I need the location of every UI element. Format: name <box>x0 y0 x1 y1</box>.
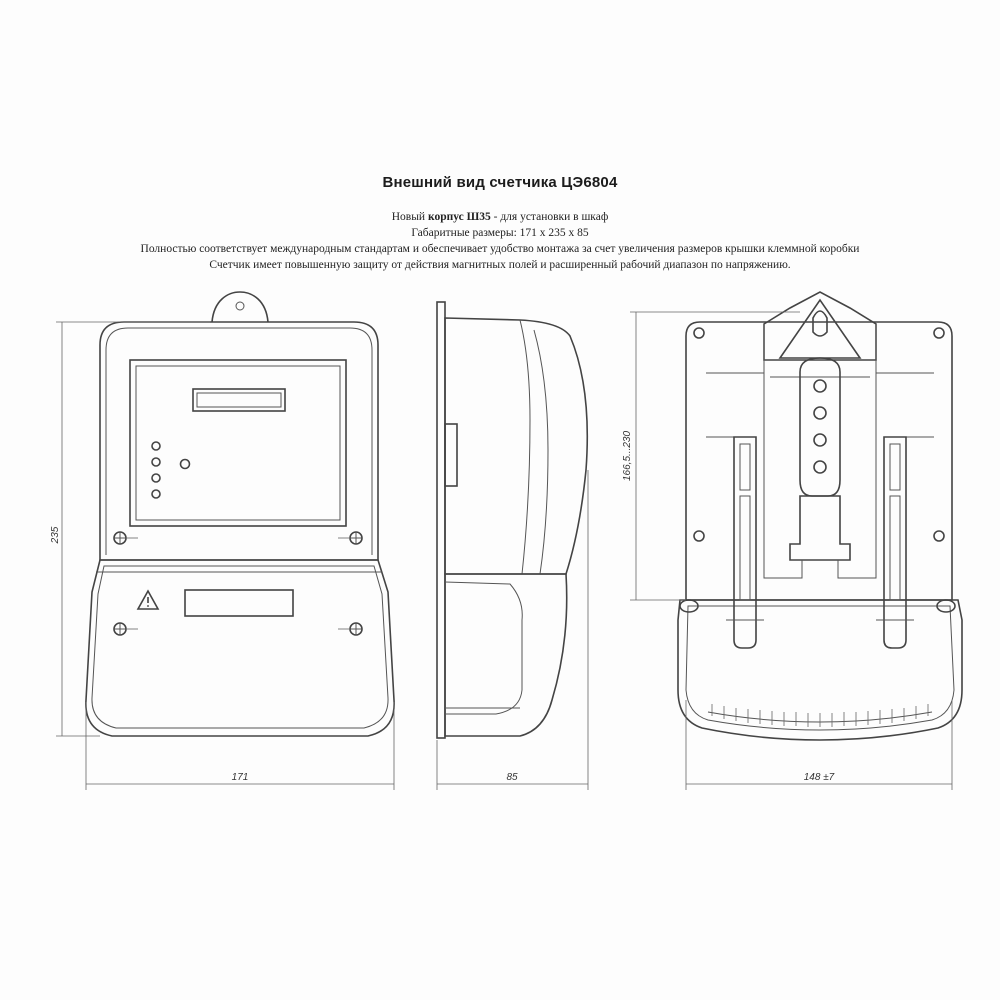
back-din-latch-right <box>883 436 907 649</box>
front-terminal-cover <box>85 559 395 737</box>
strap-hole-4 <box>813 460 827 474</box>
lcd-display <box>192 388 286 412</box>
back-din-latch-right-slots <box>889 443 901 601</box>
side-mount-clip <box>444 423 458 487</box>
back-upper-body <box>685 321 953 601</box>
led-3 <box>151 473 161 483</box>
warning-triangle-icon <box>136 589 160 610</box>
subtitle-line-1-bold: корпус Ш35 <box>427 211 491 223</box>
back-hole-mid-left <box>693 530 705 542</box>
back-hanger-triangle <box>778 298 862 359</box>
lcd-display-inner <box>196 392 282 408</box>
side-terminal-inner <box>444 581 523 715</box>
front-screw-upper-right <box>338 531 363 545</box>
front-width-label: 171 <box>232 772 249 783</box>
front-terminal-cover-inner <box>91 565 389 729</box>
back-strap-guides <box>763 560 877 579</box>
front-upper-inner-edge <box>105 327 373 555</box>
subtitle-line-1: Новый корпус Ш35 - для установки в шкаф <box>0 211 1000 223</box>
side-upper-body <box>444 317 589 575</box>
back-din-latch-left-slots <box>739 443 751 601</box>
front-window <box>129 359 347 527</box>
led-4 <box>151 489 161 499</box>
front-hanging-hole <box>235 301 245 311</box>
front-upper-body <box>99 321 379 561</box>
front-window-inner <box>135 365 341 521</box>
front-screw-lower-left <box>113 622 138 636</box>
description-line-1: Полностью соответствует международным ст… <box>140 243 860 255</box>
back-vent-ribs <box>711 704 929 727</box>
side-depth-label: 85 <box>506 772 518 783</box>
back-slot-left <box>679 599 699 613</box>
back-hole-mid-right <box>933 530 945 542</box>
strap-hole-3 <box>813 433 827 447</box>
strap-hole-1 <box>813 379 827 393</box>
page-title: Внешний вид счетчика ЦЭ6804 <box>382 174 618 191</box>
back-hole-top-left <box>693 327 705 339</box>
side-view: 85 <box>436 301 589 790</box>
back-din-latch-left <box>733 436 757 649</box>
back-lower-inner <box>685 605 955 731</box>
back-mount-height-label: 166,5...230 <box>622 431 633 481</box>
subtitle-line-1-post: - для установки в шкаф <box>490 211 609 223</box>
back-lower-body <box>677 599 963 741</box>
front-screw-lower-right <box>338 622 363 636</box>
dimensions-line: Габаритные размеры: 171 x 235 x 85 <box>411 227 589 239</box>
front-screw-upper-left <box>113 531 138 545</box>
side-cover-profile <box>533 329 549 575</box>
subtitle-line-1-pre: Новый <box>391 211 428 223</box>
back-slide-strap <box>799 357 841 497</box>
back-width-label: 148 ±7 <box>804 772 835 783</box>
side-window-profile <box>519 319 531 575</box>
led-1 <box>151 441 161 451</box>
front-hanging-tab <box>211 291 269 323</box>
back-hole-top-right <box>933 327 945 339</box>
front-height-label: 235 <box>50 526 61 544</box>
side-back-plate <box>436 301 446 739</box>
back-view: 166,5...230 148 ±7 <box>622 291 963 790</box>
terminal-label-plate <box>184 589 294 617</box>
back-strap-foot <box>789 495 851 561</box>
back-hanger-bracket <box>763 291 877 361</box>
back-hanger-keyhole <box>812 310 828 337</box>
description-line-2: Счетчик имеет повышенную защиту от дейст… <box>209 259 791 271</box>
back-slot-right <box>936 599 956 613</box>
front-view: 235 171 <box>50 291 395 790</box>
button-indicator <box>179 458 191 470</box>
led-2 <box>151 457 161 467</box>
strap-hole-2 <box>813 406 827 420</box>
side-terminal-cover <box>444 573 568 737</box>
